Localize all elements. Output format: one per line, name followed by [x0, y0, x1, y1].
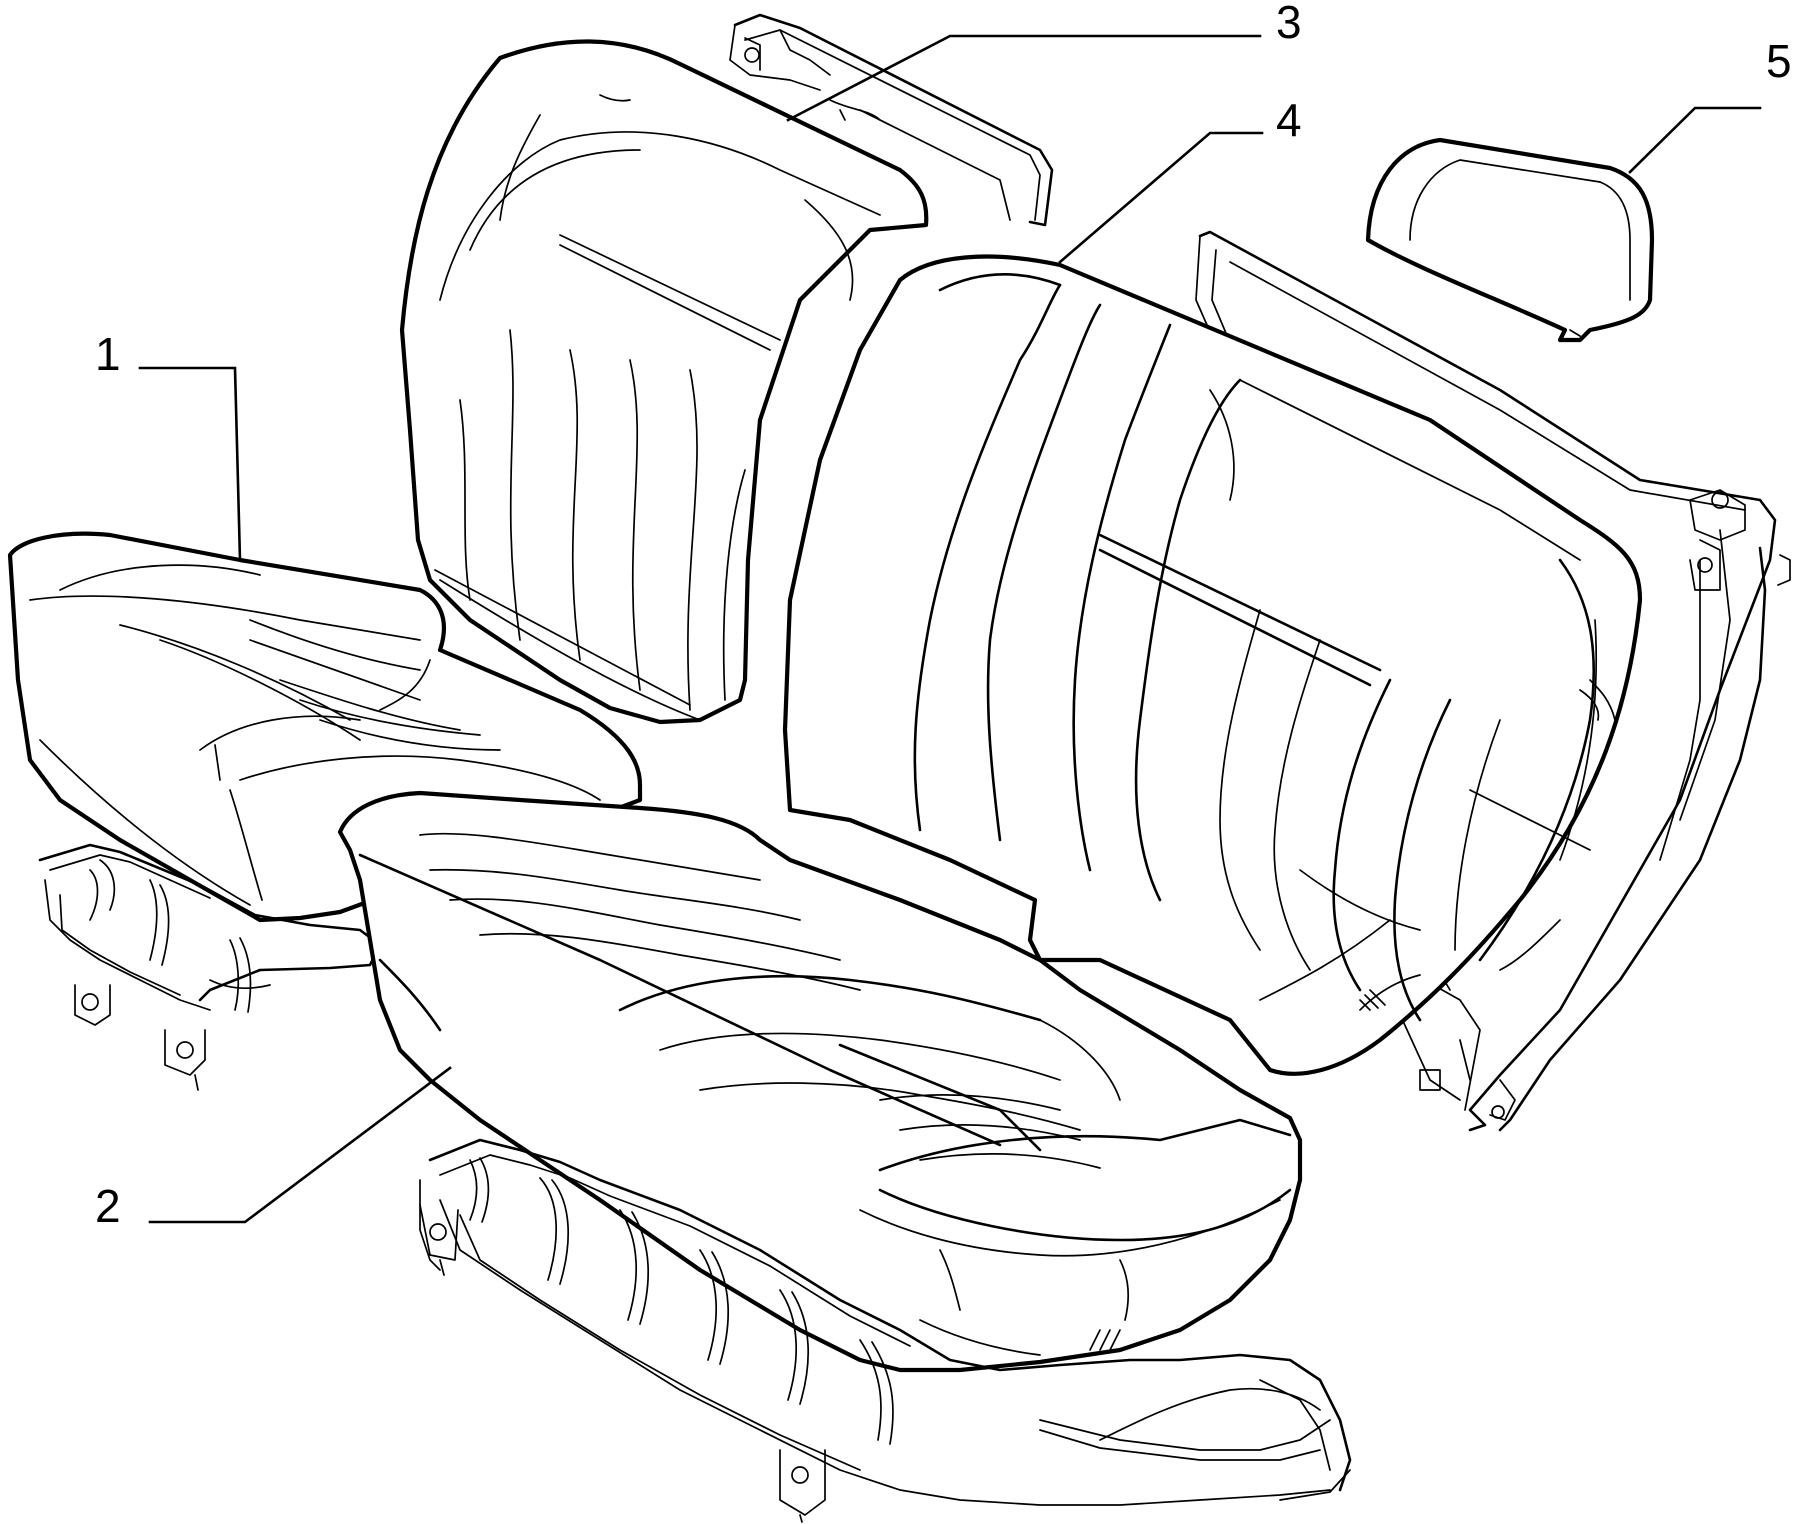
seat-cushion-right-part-2: [337, 790, 1303, 1373]
leader-line-3: [786, 34, 1262, 122]
backrest-left-frame: [729, 13, 1054, 227]
backrest-right-part-4: [782, 254, 1643, 1076]
leader-line-4: [1058, 131, 1264, 264]
callout-4: 4: [1276, 94, 1302, 146]
backrest-left-part-3: [399, 39, 929, 725]
leader-line-5: [1628, 106, 1762, 174]
leader-line-1: [138, 366, 242, 562]
callout-2: 2: [95, 1180, 121, 1232]
leader-lines: [138, 34, 1762, 1224]
leader-line-2: [148, 1066, 452, 1224]
callout-3: 3: [1276, 0, 1302, 48]
callout-5: 5: [1766, 35, 1792, 87]
seat-frame-left: [38, 843, 382, 1091]
callout-1: 1: [95, 328, 121, 380]
callouts: 1 2 3 4 5: [95, 0, 1792, 1232]
headrest-part-5: [1365, 137, 1655, 343]
seat-frame-right: [419, 1138, 1352, 1523]
